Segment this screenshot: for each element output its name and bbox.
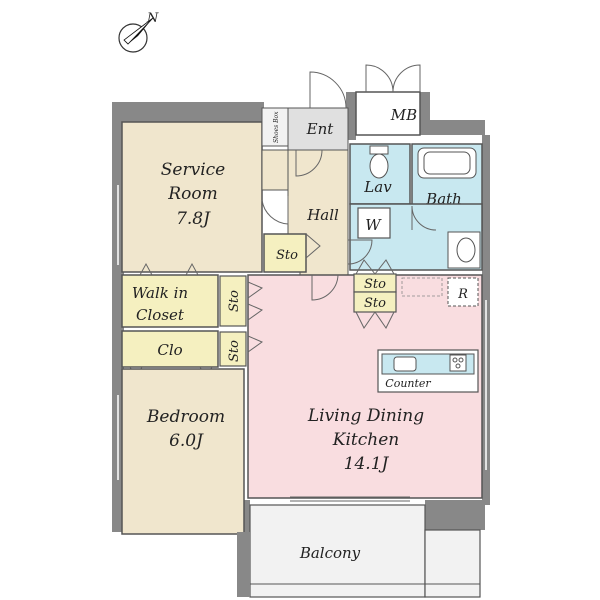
- wic-door-icon: [139, 262, 199, 276]
- hall-label: Hall: [306, 206, 339, 224]
- balcony: [249, 504, 426, 598]
- entrance-label: Ent: [306, 120, 335, 138]
- ldk-size: 14.1J: [344, 454, 390, 474]
- service-room-label-2: Room: [167, 184, 217, 204]
- storage-wic-label: Sto: [227, 290, 242, 312]
- kitchen-shelf: [401, 277, 443, 297]
- wic-label-1: Walk in: [132, 284, 188, 302]
- washbasin-icon: [447, 231, 481, 269]
- balcony-label: Balcony: [299, 544, 361, 562]
- ldk-door-icon: [311, 274, 339, 301]
- bedroom: [121, 368, 245, 535]
- hall-door-icon: [261, 149, 323, 225]
- refrigerator: [447, 277, 479, 307]
- toilet-icon: [369, 145, 389, 179]
- compass-icon: N: [118, 11, 159, 53]
- refrigerator-label: R: [457, 287, 468, 302]
- compass-north-label: N: [146, 11, 159, 26]
- closet: [121, 330, 219, 368]
- storage-ldk-2-label: Sto: [364, 296, 386, 311]
- balcony-wall-left: [237, 532, 250, 597]
- meter-box-label: MB: [390, 106, 417, 124]
- washer: [357, 207, 391, 239]
- service-room: [121, 121, 263, 273]
- walk-in-closet: [121, 274, 219, 328]
- wic-label-2: Closet: [136, 306, 185, 324]
- balcony-sliding-door-icon: [290, 496, 410, 502]
- service-room-size: 7.8J: [176, 209, 211, 229]
- storage-clo-door-icon: [247, 335, 264, 353]
- lavatory-label: Lav: [363, 178, 392, 196]
- storage-wic-door-icon: [247, 281, 264, 321]
- washroom-door-icon: [347, 205, 437, 265]
- ldk-label-1: Living Dining: [307, 406, 424, 426]
- storage-hall-label: Sto: [276, 248, 298, 263]
- balcony-extension: [424, 529, 481, 598]
- storage-clo: [219, 331, 247, 367]
- windows: [117, 185, 487, 480]
- storage-ldk-door-icon: [355, 259, 395, 329]
- exterior-walls: [112, 92, 490, 532]
- stove-icon: [449, 354, 467, 372]
- counter-label: Counter: [385, 377, 431, 390]
- bedroom-label: Bedroom: [146, 407, 225, 427]
- bedroom-size: 6.0J: [169, 431, 204, 451]
- service-room-label-1: Service: [161, 160, 225, 180]
- bathtub-icon: [417, 147, 477, 179]
- storage-ldk-1-label: Sto: [364, 277, 386, 292]
- entrance: [287, 107, 349, 151]
- shoes-box-label: Shoes Box: [273, 111, 280, 143]
- closet-label: Clo: [157, 341, 182, 359]
- storage-hall: [263, 233, 307, 273]
- storage-clo-label: Sto: [227, 340, 242, 362]
- service-room-closet: [261, 149, 289, 191]
- storage-hall-door-icon: [305, 233, 321, 259]
- sink-icon: [393, 356, 417, 372]
- storage-wic: [219, 275, 247, 327]
- entrance-door-icon: [309, 71, 347, 109]
- washer-label: W: [365, 216, 382, 234]
- mb-door-icon: [365, 64, 421, 93]
- meter-box: [355, 91, 421, 136]
- ldk-label-2: Kitchen: [332, 430, 399, 450]
- living-dining-kitchen: [247, 274, 483, 499]
